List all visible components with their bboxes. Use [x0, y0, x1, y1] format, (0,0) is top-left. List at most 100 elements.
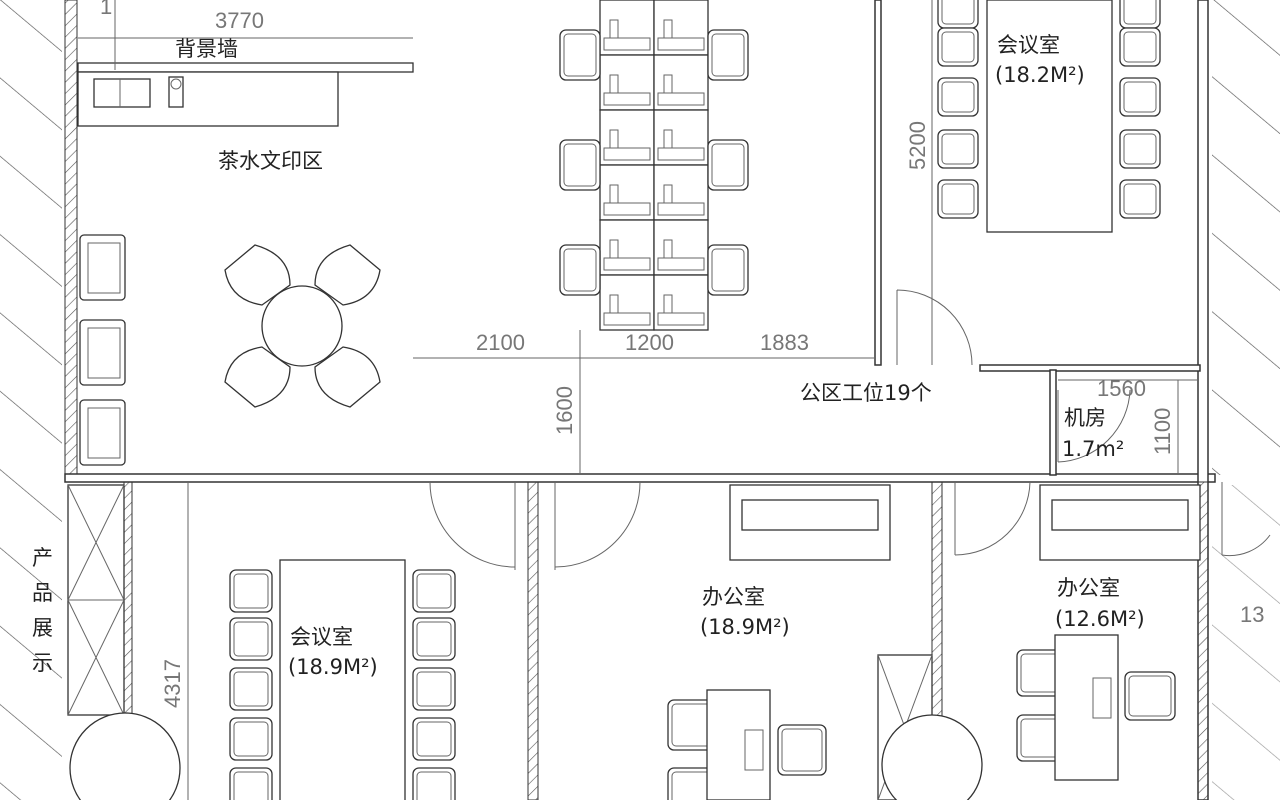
- chair: [412, 667, 456, 711]
- dim-meeting-room-height: 5200: [905, 121, 930, 170]
- workstation-desk: [599, 164, 655, 221]
- chair-seat: [563, 143, 597, 187]
- chair-seat: [563, 33, 597, 77]
- workstation-drawer: [603, 312, 651, 326]
- dim-aisle-left: 2100: [476, 330, 525, 355]
- display-cabinet: [67, 484, 125, 716]
- lounge-chair: [79, 399, 126, 466]
- server-room-label: 机房: [1064, 406, 1106, 430]
- chair-seat: [1123, 0, 1157, 25]
- meeting-room-top-area: (18.2M²): [995, 63, 1085, 87]
- doors[interactable]: [429, 289, 1271, 570]
- workstation-desk: [653, 219, 709, 276]
- chair: [1119, 27, 1161, 67]
- workstation-drawer: [657, 257, 705, 271]
- office-1-furniture: [706, 484, 983, 800]
- chair-seat: [233, 671, 269, 707]
- keyboard: [609, 294, 619, 314]
- chair: [412, 767, 456, 800]
- dim-desk-width: 1200: [625, 330, 674, 355]
- dim-server-room-depth: 1100: [1150, 408, 1175, 455]
- workstation-drawer: [657, 147, 705, 161]
- office-2-label: 办公室: [1057, 576, 1120, 600]
- chair-seat: [1123, 31, 1157, 63]
- chair: [1124, 671, 1176, 721]
- backdrop-wall-label: 背景墙: [175, 37, 238, 61]
- chair-seat: [1123, 81, 1157, 113]
- chair: [412, 717, 456, 761]
- chair-seat: [941, 183, 975, 215]
- door-office-1[interactable]: [554, 481, 641, 570]
- dim-left-top: 1: [100, 0, 112, 19]
- chair: [707, 244, 749, 296]
- chair: [1119, 129, 1161, 169]
- chair: [229, 667, 273, 711]
- dim-meeting-room-bottom: 4317: [160, 659, 185, 708]
- keyboard: [609, 19, 619, 39]
- lounge-chair: [79, 234, 126, 301]
- keyboard: [663, 294, 673, 314]
- chair-seat: [563, 248, 597, 292]
- chair-seat: [233, 573, 269, 609]
- chair: [229, 617, 273, 661]
- chair-seat: [233, 771, 269, 800]
- workstation-desk: [653, 54, 709, 111]
- dim-aisle-depth: 1600: [552, 386, 577, 435]
- walls: [64, 0, 1216, 800]
- open-workstations-label: 公区工位19个: [800, 381, 932, 405]
- chair: [777, 724, 827, 776]
- product-display-label-4: 示: [32, 651, 53, 675]
- chair-seat: [711, 248, 745, 292]
- chair-seat: [781, 728, 823, 772]
- workstation-desk: [599, 0, 655, 56]
- keyboard: [609, 184, 619, 204]
- chair-seat: [416, 771, 452, 800]
- product-display-label-2: 品: [32, 581, 53, 605]
- chair: [559, 244, 601, 296]
- office-1-label: 办公室: [702, 585, 765, 609]
- chair-seat: [1123, 133, 1157, 165]
- chair: [707, 139, 749, 191]
- chair: [412, 617, 456, 661]
- office-1-area: (18.9M²): [700, 615, 790, 639]
- chair: [229, 717, 273, 761]
- chair: [937, 179, 979, 219]
- workstation-desk: [653, 109, 709, 166]
- chair: [229, 767, 273, 800]
- lounge-chair-seat: [87, 242, 121, 294]
- chair-seat: [711, 143, 745, 187]
- round-table-set: [224, 244, 381, 408]
- door-meeting-top[interactable]: [896, 289, 973, 366]
- chair-seat: [1123, 183, 1157, 215]
- workstation-drawer: [657, 37, 705, 51]
- chair: [937, 129, 979, 169]
- door-meeting-bottom[interactable]: [429, 481, 516, 570]
- door-server-room[interactable]: [1057, 389, 1131, 463]
- workstation-desk: [599, 54, 655, 111]
- workstation-desk: [599, 219, 655, 276]
- chair: [559, 139, 601, 191]
- chair-seat: [941, 0, 975, 25]
- workstation-drawer: [657, 92, 705, 106]
- workstation-drawer: [657, 202, 705, 216]
- chair: [937, 27, 979, 67]
- workstation-desk: [599, 274, 655, 331]
- chair: [412, 569, 456, 613]
- keyboard: [663, 239, 673, 259]
- door-office-2[interactable]: [954, 481, 1031, 556]
- office-2-furniture: [1039, 484, 1201, 781]
- chair-seat: [233, 621, 269, 657]
- dim-server-room-width: 1560: [1097, 376, 1146, 401]
- workstation-drawer: [657, 312, 705, 326]
- workstation-drawer: [603, 92, 651, 106]
- chair-seat: [1128, 675, 1172, 717]
- pantry-area-label: 茶水文印区: [218, 149, 323, 173]
- door-right[interactable]: [1221, 482, 1271, 557]
- lounge-chair-seat: [87, 327, 121, 379]
- chair-seat: [941, 31, 975, 63]
- meeting-room-top-label: 会议室: [997, 33, 1060, 57]
- keyboard: [609, 129, 619, 149]
- lounge-chair-seat: [87, 407, 121, 459]
- meeting-table-bottom: [279, 559, 406, 800]
- meeting-table-top: [986, 0, 1113, 233]
